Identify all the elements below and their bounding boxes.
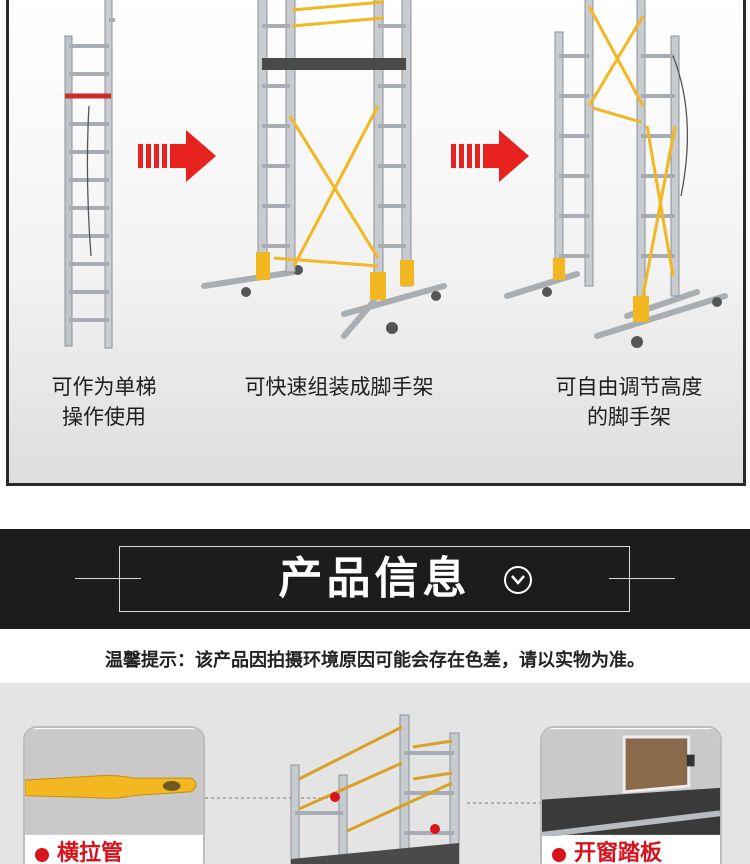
header-frame: 产品信息 bbox=[119, 546, 630, 612]
arrow-right-icon bbox=[138, 130, 216, 182]
stage-caption-scaffold: 可快速组装成脚手架 bbox=[244, 375, 434, 399]
section-title: 产品信息 bbox=[278, 553, 471, 604]
detail-label-text: 横拉管 bbox=[57, 841, 124, 864]
divider-line-left bbox=[75, 578, 141, 579]
scaffold-illustration bbox=[194, 0, 459, 356]
product-info-header: 产品信息 bbox=[0, 529, 750, 629]
arrow-right-icon bbox=[451, 130, 529, 182]
product-usage-panel: 可作为单梯 操作使用 可快速组装成脚手架 可自由调节高度 的脚手架 bbox=[6, 0, 746, 486]
detail-label-text: 开窗踏板 bbox=[574, 841, 663, 864]
chevron-down-icon bbox=[504, 566, 532, 594]
stage-caption-adjustable: 可自由调节高度 的脚手架 bbox=[555, 375, 703, 429]
detail-card-window-board: 开窗踏板 bbox=[540, 726, 722, 864]
window-board-image bbox=[542, 729, 720, 836]
brace-tube-image bbox=[25, 729, 203, 835]
detail-label-brace: 横拉管 bbox=[25, 836, 203, 864]
callout-lines bbox=[205, 797, 540, 804]
detail-card-brace: 横拉管 bbox=[23, 726, 205, 864]
red-dot-icon bbox=[35, 848, 49, 862]
detail-label-window-board: 开窗踏板 bbox=[542, 836, 720, 864]
scaffold-detail-image bbox=[290, 714, 460, 864]
ladder-illustration bbox=[49, 0, 139, 356]
product-detail-panel: 横拉管 bbox=[0, 683, 750, 864]
divider-line-right bbox=[609, 578, 675, 579]
adjustable-scaffold-illustration bbox=[497, 0, 737, 366]
color-difference-notice: 温馨提示：该产品因拍摄环境原因可能会存在色差，请以实物为准。 bbox=[105, 650, 645, 671]
red-dot-icon bbox=[552, 848, 566, 862]
stage-caption-single-ladder: 可作为单梯 操作使用 bbox=[51, 375, 157, 429]
